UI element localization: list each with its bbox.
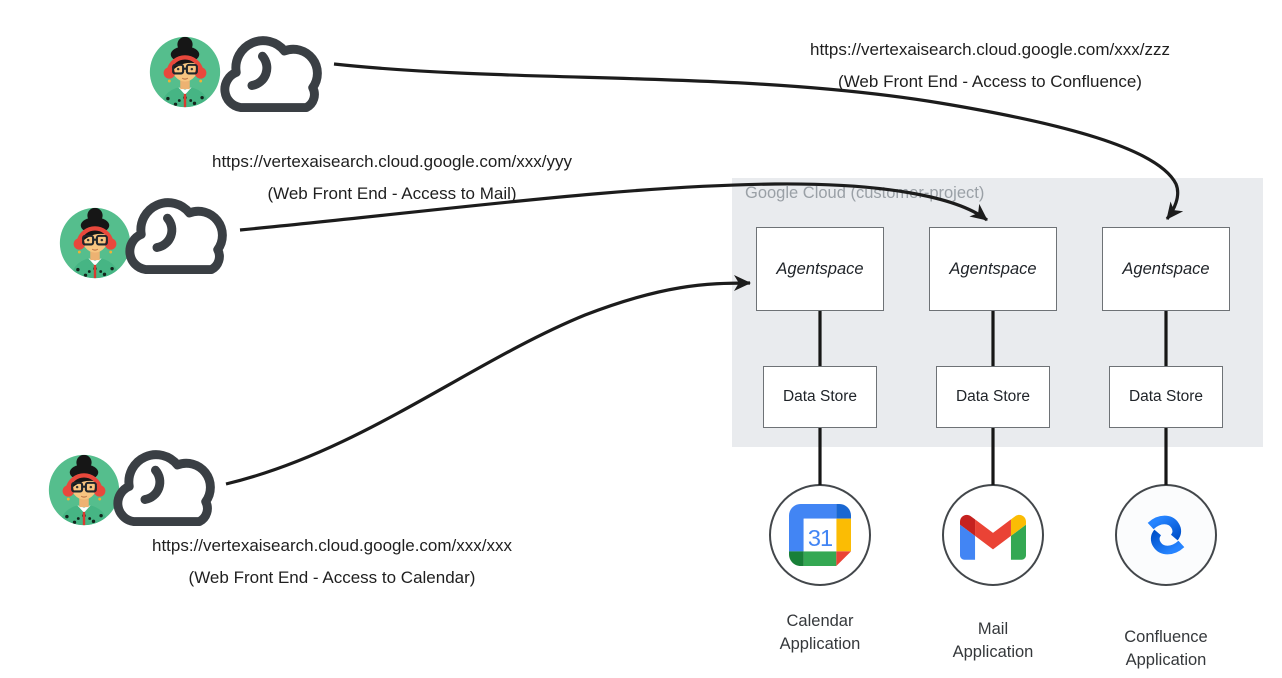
url-text: https://vertexaisearch.cloud.google.com/… (152, 536, 512, 555)
url-caption: (Web Front End - Access to Confluence) (838, 72, 1142, 91)
cloud-icon (212, 30, 338, 118)
datastore-label: Data Store (782, 388, 858, 405)
mail-app-circle (942, 484, 1044, 586)
url-text: https://vertexaisearch.cloud.google.com/… (810, 40, 1170, 59)
datastore-label: Data Store (1128, 388, 1204, 405)
confluence-app-label: Confluence Application (1080, 626, 1252, 672)
app-label-line2: Application (952, 643, 1034, 661)
datastore-box-calendar: Data Store (763, 366, 877, 428)
google-calendar-icon: 31 (789, 504, 851, 566)
app-label-line1: Mail (977, 620, 1009, 638)
confluence-icon (1147, 515, 1185, 555)
app-label-line1: Calendar (786, 612, 854, 630)
url-block-mail: https://vertexaisearch.cloud.google.com/… (172, 152, 612, 204)
agentspace-label: Agentspace (949, 259, 1037, 278)
calendar-app-label: Calendar Application (734, 610, 906, 656)
support-agent-avatar (59, 207, 131, 279)
app-label-line2: Application (779, 635, 861, 653)
url-text: https://vertexaisearch.cloud.google.com/… (212, 152, 572, 171)
agentspace-box-calendar: Agentspace (756, 227, 884, 311)
datastore-box-mail: Data Store (936, 366, 1050, 428)
cloud-icon (105, 444, 231, 532)
url-block-confluence: https://vertexaisearch.cloud.google.com/… (770, 40, 1210, 92)
cloud-icon (117, 192, 243, 280)
url-caption: (Web Front End - Access to Mail) (267, 184, 517, 203)
url-block-calendar: https://vertexaisearch.cloud.google.com/… (112, 536, 552, 588)
gmail-icon (960, 514, 1026, 560)
arrow-user3-to-calendar-agentspace (225, 275, 751, 486)
google-cloud-container-label: Google Cloud (customer-project) (745, 184, 985, 202)
datastore-box-confluence: Data Store (1109, 366, 1223, 428)
agentspace-box-confluence: Agentspace (1102, 227, 1230, 311)
support-agent-avatar (149, 36, 221, 108)
url-caption: (Web Front End - Access to Calendar) (188, 568, 476, 587)
user-group-confluence (147, 34, 223, 110)
mail-app-label: Mail Application (907, 618, 1079, 664)
agentspace-label: Agentspace (776, 259, 864, 278)
app-label-line1: Confluence (1124, 628, 1208, 646)
datastore-label: Data Store (955, 388, 1031, 405)
user-group-mail (57, 205, 133, 281)
calendar-icon-number: 31 (808, 525, 832, 551)
agentspace-box-mail: Agentspace (929, 227, 1057, 311)
app-label-line2: Application (1125, 651, 1207, 669)
calendar-app-circle: 31 (769, 484, 871, 586)
user-group-calendar (46, 452, 122, 528)
support-agent-avatar (48, 454, 120, 526)
agentspace-label: Agentspace (1122, 259, 1210, 278)
confluence-app-circle (1115, 484, 1217, 586)
